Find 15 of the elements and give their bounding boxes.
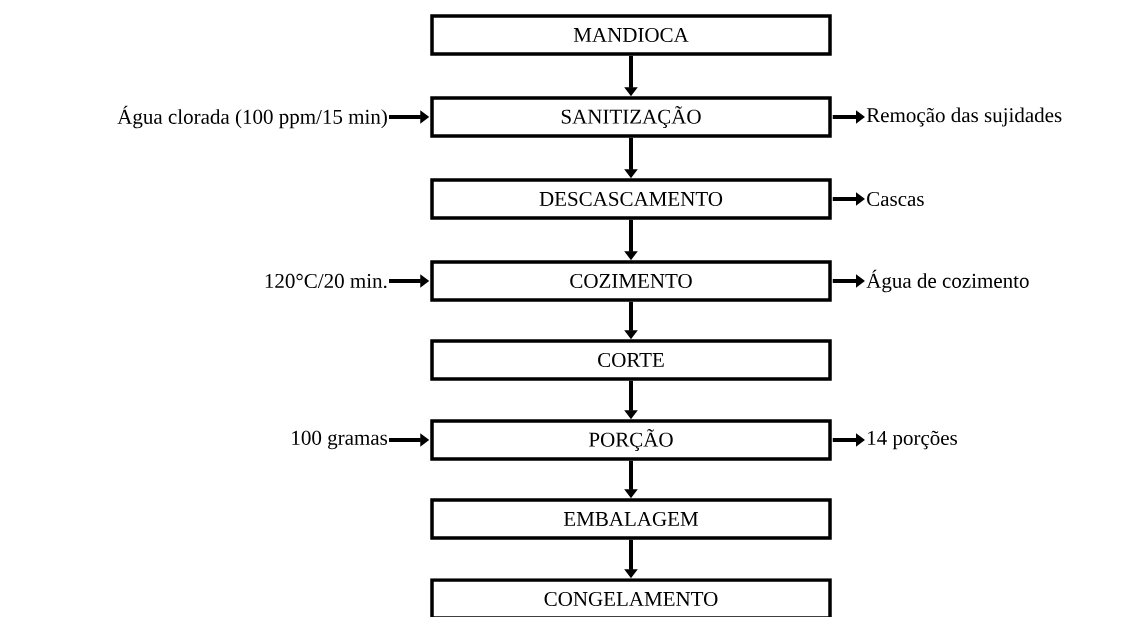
output-label: Remoção das sujidades — [866, 107, 1062, 127]
process-box: DESCASCAMENTO — [430, 178, 832, 220]
process-box: SANITIZAÇÃO — [430, 96, 832, 138]
output-label: Cascas — [867, 191, 924, 207]
output-label: Água de cozimento — [866, 269, 1029, 293]
process-box: PORÇÃO — [430, 419, 832, 461]
process-box: COZIMENTO — [430, 260, 832, 302]
input-label: 100 gramas — [292, 430, 388, 450]
process-box: EMBALAGEM — [430, 498, 832, 540]
process-box: MANDIOCA — [430, 14, 832, 56]
process-box: CORTE — [430, 339, 832, 381]
input-label: 120°C/20 min. — [265, 273, 387, 289]
output-label: 14 porções — [868, 430, 957, 450]
input-label: Água clorada (100 ppm/15 min) — [117, 105, 387, 129]
process-box: CONGELAMENTO — [430, 578, 832, 617]
